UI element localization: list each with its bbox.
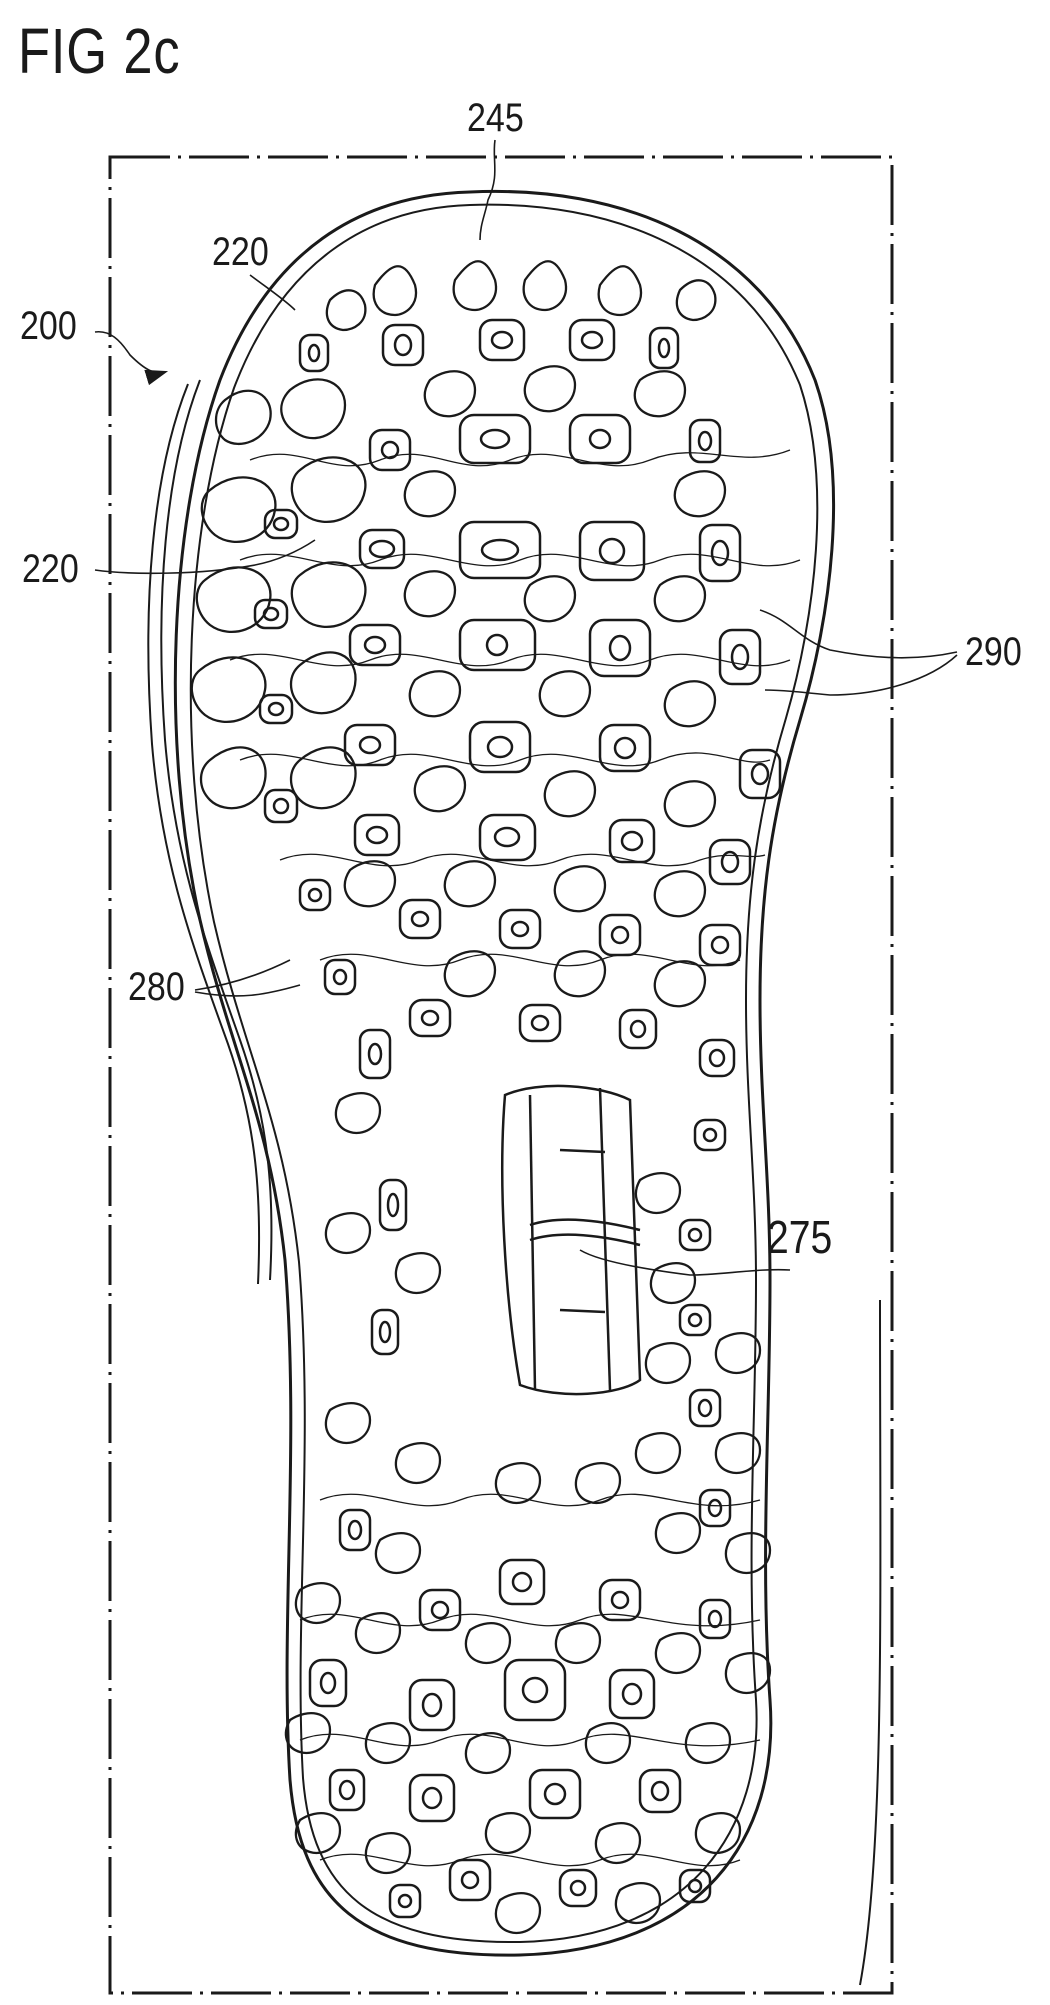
flex-grooves — [229, 449, 801, 1867]
leader-220-top — [249, 274, 296, 311]
leader-245 — [479, 139, 496, 241]
ref-label-275: 275 — [767, 1211, 833, 1263]
leader-290-b — [764, 654, 958, 696]
ref-label-220-top: 220 — [212, 230, 269, 274]
ref-label-200: 200 — [20, 304, 77, 348]
ref-label-220-side: 220 — [22, 547, 79, 591]
ref-label-290: 290 — [965, 630, 1022, 674]
leader-280-a — [194, 959, 291, 991]
leader-275 — [579, 1249, 791, 1276]
ref-label-280: 280 — [128, 965, 185, 1009]
leader-200 — [94, 330, 169, 386]
leader-220-side — [94, 539, 316, 575]
bounding-frame — [108, 155, 894, 1995]
leader-290-a — [759, 609, 958, 659]
leader-lines — [94, 139, 958, 1276]
leader-280-b — [194, 984, 301, 997]
figure-title: FIG 2c — [18, 15, 181, 87]
ref-label-245: 245 — [467, 96, 524, 140]
traction-elements — [253, 318, 782, 1919]
lugs — [190, 260, 772, 1935]
midfoot-plate — [501, 1084, 642, 1396]
outsole-outline — [147, 189, 882, 1986]
